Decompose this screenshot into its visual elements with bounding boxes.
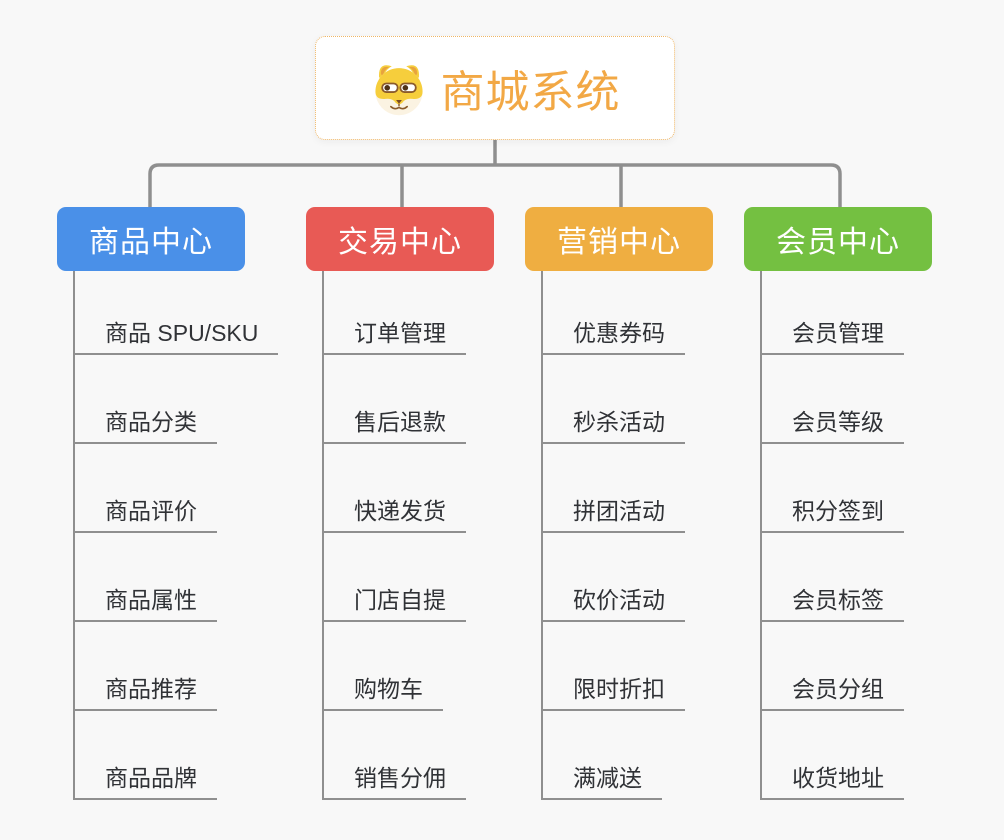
subtopic[interactable]: 门店自提 [324, 533, 466, 622]
subtopic-label: 商品分类 [105, 409, 197, 435]
branch-topic-label: 营销中心 [557, 226, 681, 259]
branch-items-product-center: 商品 SPU/SKU 商品分类 商品评价 商品属性 商品推荐 商品品牌 [73, 271, 279, 800]
subtopic[interactable]: 商品属性 [75, 533, 217, 622]
subtopic[interactable]: 收货地址 [762, 711, 904, 800]
subtopic-label: 秒杀活动 [573, 409, 665, 435]
subtopic[interactable]: 积分签到 [762, 444, 904, 533]
subtopic-label: 会员分组 [792, 676, 884, 702]
branch-items-marketing-center: 优惠券码 秒杀活动 拼团活动 砍价活动 限时折扣 满减送 [541, 271, 685, 800]
branch-topic-marketing-center[interactable]: 营销中心 [525, 207, 713, 271]
subtopic-label: 优惠券码 [573, 320, 665, 346]
subtopic[interactable]: 商品分类 [75, 355, 217, 444]
subtopic[interactable]: 会员分组 [762, 622, 904, 711]
branch-topic-product-center[interactable]: 商品中心 [57, 207, 245, 271]
branch-topic-label: 商品中心 [89, 226, 213, 259]
subtopic[interactable]: 售后退款 [324, 355, 466, 444]
branch-items-member-center: 会员管理 会员等级 积分签到 会员标签 会员分组 收货地址 [760, 271, 904, 800]
subtopic[interactable]: 商品品牌 [75, 711, 217, 800]
subtopic-label: 拼团活动 [573, 498, 665, 524]
subtopic[interactable]: 优惠券码 [543, 271, 685, 355]
subtopic[interactable]: 拼团活动 [543, 444, 685, 533]
subtopic[interactable]: 购物车 [324, 622, 443, 711]
subtopic-label: 商品 SPU/SKU [105, 320, 259, 346]
subtopic[interactable]: 限时折扣 [543, 622, 685, 711]
subtopic[interactable]: 商品评价 [75, 444, 217, 533]
subtopic-label: 会员管理 [792, 320, 884, 346]
subtopic[interactable]: 秒杀活动 [543, 355, 685, 444]
branch-items-trade-center: 订单管理 售后退款 快递发货 门店自提 购物车 销售分佣 [322, 271, 466, 800]
subtopic-label: 会员等级 [792, 409, 884, 435]
branch-topic-member-center[interactable]: 会员中心 [744, 207, 932, 271]
subtopic-label: 限时折扣 [573, 676, 665, 702]
subtopic[interactable]: 快递发货 [324, 444, 466, 533]
subtopic-label: 售后退款 [354, 409, 446, 435]
branch-topic-trade-center[interactable]: 交易中心 [306, 207, 494, 271]
subtopic[interactable]: 订单管理 [324, 271, 466, 355]
subtopic[interactable]: 会员等级 [762, 355, 904, 444]
subtopic[interactable]: 会员标签 [762, 533, 904, 622]
subtopic-label: 商品推荐 [105, 676, 197, 702]
subtopic-label: 会员标签 [792, 587, 884, 613]
subtopic-label: 商品属性 [105, 587, 197, 613]
subtopic-label: 商品品牌 [105, 765, 197, 791]
subtopic-label: 商品评价 [105, 498, 197, 524]
subtopic[interactable]: 会员管理 [762, 271, 904, 355]
subtopic[interactable]: 砍价活动 [543, 533, 685, 622]
root-topic[interactable]: 商城系统 [315, 36, 675, 140]
subtopic-label: 订单管理 [354, 320, 446, 346]
subtopic-label: 积分签到 [792, 498, 884, 524]
subtopic-label: 满减送 [573, 765, 642, 791]
subtopic-label: 销售分佣 [354, 765, 446, 791]
subtopic-label: 砍价活动 [573, 587, 665, 613]
dog-face-icon [374, 65, 423, 116]
subtopic[interactable]: 销售分佣 [324, 711, 466, 800]
root-topic-title: 商城系统 [440, 68, 621, 117]
subtopic-label: 门店自提 [354, 587, 446, 613]
branch-topic-label: 交易中心 [338, 226, 462, 259]
branch-topic-label: 会员中心 [776, 226, 900, 259]
subtopic-label: 收货地址 [792, 765, 884, 791]
subtopic[interactable]: 商品推荐 [75, 622, 217, 711]
subtopic[interactable]: 商品 SPU/SKU [75, 271, 279, 355]
subtopic[interactable]: 满减送 [543, 711, 662, 800]
subtopic-label: 快递发货 [354, 498, 446, 524]
subtopic-label: 购物车 [354, 676, 423, 702]
